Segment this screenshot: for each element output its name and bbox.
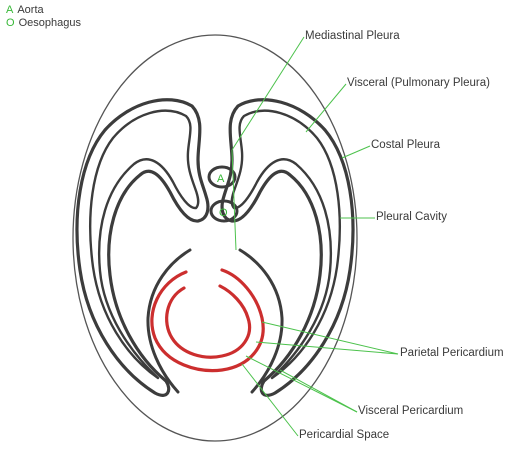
label-parietal-pericardium: Parietal Pericardium bbox=[400, 347, 504, 359]
mediastinal-pleura-left-lower bbox=[146, 248, 192, 394]
leader-costal-pleura bbox=[341, 145, 371, 159]
pericardium-inner bbox=[165, 284, 252, 359]
aorta-letter: A bbox=[217, 173, 225, 185]
leader-pericardial-space bbox=[241, 363, 299, 437]
legend-text-aorta: Aorta bbox=[17, 4, 44, 16]
leader-mediastinal-pleura bbox=[231, 36, 305, 151]
legend-symbol-oesophagus: O bbox=[6, 17, 15, 29]
left-lung-pleura bbox=[75, 98, 210, 397]
label-visceral-pleura: Visceral (Pulmonary Pleura) bbox=[347, 77, 490, 89]
label-visceral-pericardium: Visceral Pericardium bbox=[358, 405, 464, 417]
label-pleural-cavity: Pleural Cavity bbox=[376, 211, 447, 223]
label-pericardial-space: Pericardial Space bbox=[299, 429, 390, 441]
leader-visceral-pericardium-2 bbox=[245, 355, 358, 413]
leader-visceral-pleura bbox=[305, 83, 347, 133]
oesophagus-letter: O bbox=[219, 207, 228, 219]
leader-parietal-pericardium-2 bbox=[255, 341, 399, 355]
legend-symbol-aorta: A bbox=[6, 4, 14, 16]
label-costal-pleura: Costal Pleura bbox=[371, 139, 441, 151]
leader-parietal-pericardium-1 bbox=[261, 321, 399, 355]
aorta-outline bbox=[207, 165, 237, 189]
label-mediastinal-pleura: Mediastinal Pleura bbox=[305, 30, 400, 42]
leader-mediastinal-pleura-down bbox=[231, 149, 237, 251]
leader-lines bbox=[231, 36, 399, 437]
right-lung-pleura bbox=[220, 98, 355, 397]
oesophagus-outline bbox=[209, 199, 239, 223]
legend-text-oesophagus: Oesophagus bbox=[18, 17, 81, 29]
mediastinal-pleura-right-lower bbox=[238, 248, 284, 394]
left-lung-inner-line bbox=[89, 109, 200, 380]
right-lung-inner-line bbox=[230, 109, 341, 380]
thoracic-wall-outline bbox=[72, 34, 358, 442]
pericardium-outer bbox=[150, 268, 265, 373]
